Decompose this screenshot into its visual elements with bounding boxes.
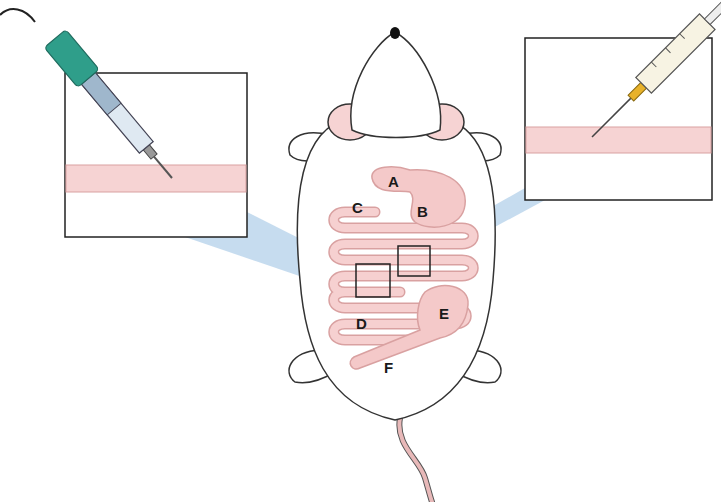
part-label: E: [439, 306, 449, 321]
intestine-segment: [526, 127, 711, 153]
cecum-colon: [350, 286, 468, 369]
callout-square: [398, 246, 430, 276]
stomach: [372, 167, 465, 227]
syringe-green: [44, 30, 182, 187]
nose: [390, 27, 400, 39]
intestine-segment: [66, 165, 246, 192]
mouse-head: [351, 32, 441, 138]
part-label: C: [352, 200, 363, 215]
part-label: A: [388, 174, 399, 189]
callout-square: [356, 264, 390, 297]
syringe-needle: [584, 0, 721, 145]
inset-box: [65, 73, 247, 237]
part-label: F: [384, 360, 393, 375]
tail-outline: [399, 418, 432, 502]
mouse-body: [297, 118, 495, 420]
part-label: D: [356, 316, 367, 331]
part-label: B: [417, 204, 428, 219]
cable: [0, 9, 35, 22]
inset-box: [525, 38, 712, 200]
tail: [399, 418, 432, 502]
